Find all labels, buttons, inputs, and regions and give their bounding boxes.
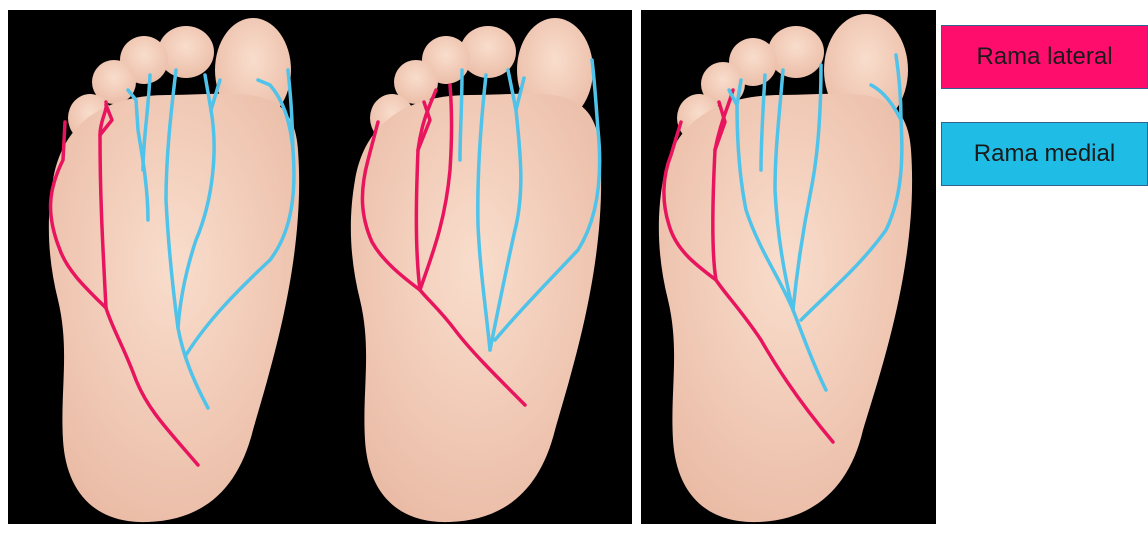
legend-lateral-branch: Rama lateral [941, 25, 1148, 89]
legend-lateral-label: Rama lateral [976, 43, 1112, 71]
legend-medial-branch: Rama medial [941, 122, 1148, 186]
foot-sole-illustration-b [320, 10, 632, 524]
foot-sole [351, 18, 601, 522]
foot-sole-illustration-c [641, 10, 936, 524]
panel-label-a: A [238, 480, 263, 514]
foot-sole-illustration-a [8, 10, 320, 524]
foot-panel-c: C [641, 10, 936, 524]
panel-label-c: C [861, 485, 886, 519]
foot-panel-b: B [320, 10, 632, 524]
panel-label-b: B [540, 478, 565, 512]
legend-medial-label: Rama medial [974, 140, 1115, 168]
foot-panel-a: A [8, 10, 320, 524]
